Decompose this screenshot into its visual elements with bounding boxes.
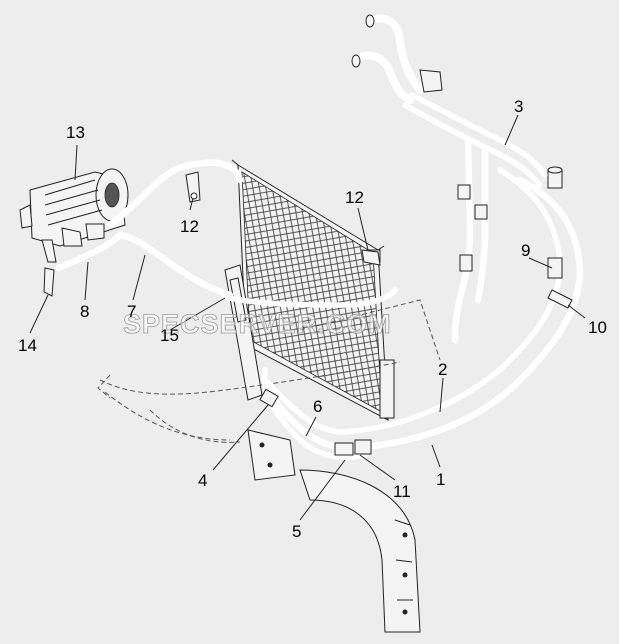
hose-2: [262, 167, 563, 435]
leader-lines: [29, 114, 586, 521]
callout-9: 9: [521, 241, 530, 260]
callout-6: 6: [313, 397, 322, 416]
compressor: [19, 168, 129, 297]
hose-condenser-inlet: [222, 287, 398, 308]
callout-labels: 13 12 12 3 9 10 2 1 4 6 5 11 7 8 14 15: [18, 97, 607, 541]
callout-4: 4: [198, 471, 207, 490]
callout-14: 14: [18, 336, 37, 355]
callout-15: 15: [160, 326, 179, 345]
bracket-12-left: [185, 171, 201, 203]
clip-10: [547, 289, 573, 309]
fitting-9: [547, 257, 563, 279]
callout-7: 7: [127, 302, 136, 321]
hose-compressor-upper: [106, 159, 244, 229]
callout-8: 8: [80, 302, 89, 321]
hose-1: [266, 176, 584, 452]
callout-2: 2: [438, 360, 447, 379]
hose-4-6: [261, 367, 368, 461]
callout-11: 11: [393, 482, 411, 501]
callout-3: 3: [514, 97, 523, 116]
callout-12-right: 12: [345, 188, 364, 207]
bracket-12-right: [361, 249, 381, 266]
frame-outline: [97, 299, 441, 443]
evaporator-pipes: [351, 14, 443, 104]
fitting-4: [259, 388, 279, 408]
sensor-cylinder: [547, 166, 563, 189]
callout-10: 10: [588, 318, 607, 337]
watermark-text: SPECSERVER.COM: [123, 309, 392, 339]
chassis-bracket: [247, 429, 421, 633]
hose-compressor-lower: [54, 231, 234, 299]
callout-1: 1: [436, 470, 445, 489]
callout-5: 5: [292, 522, 301, 541]
callout-12-left: 12: [180, 217, 199, 236]
callout-13: 13: [66, 123, 85, 142]
fitting-11: [334, 439, 372, 456]
hose-3: [402, 92, 548, 188]
vertical-lines: [451, 136, 489, 344]
